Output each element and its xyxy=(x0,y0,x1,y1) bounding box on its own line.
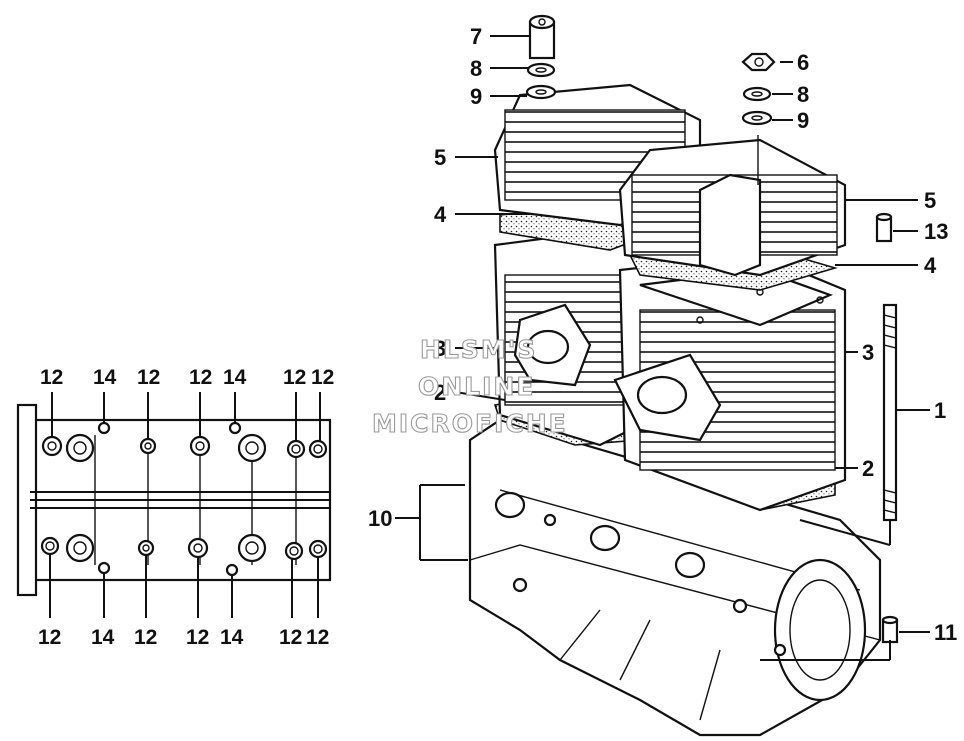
fasteners xyxy=(525,14,899,644)
callout-10: 10 xyxy=(368,506,392,531)
lock-washer-part-8-left xyxy=(526,62,556,78)
bottom-view-bottom-labels: 12 14 12 12 14 12 12 xyxy=(38,626,329,649)
watermark-line-3: MICROFICHE xyxy=(372,409,568,438)
watermark-line-1: HLSM'S xyxy=(420,335,537,364)
callout-2-right: 2 xyxy=(862,456,874,481)
cylinder-heads-part-5 xyxy=(493,83,847,277)
label-bottom-14-b: 14 xyxy=(220,626,244,649)
label-top-12-b: 12 xyxy=(137,366,160,389)
cylinders-part-3 xyxy=(493,228,847,512)
dowel-pin-part-11 xyxy=(881,615,899,644)
callout-5-left: 5 xyxy=(434,145,446,170)
label-top-12-e: 12 xyxy=(311,366,334,389)
bolt-bosses-bottom xyxy=(40,533,328,577)
engine-leader-lines xyxy=(395,35,930,661)
label-top-12-a: 12 xyxy=(40,366,63,389)
label-bottom-12-c: 12 xyxy=(186,626,209,649)
label-bottom-12-a: 12 xyxy=(38,626,61,649)
label-top-14-b: 14 xyxy=(223,366,247,389)
callout-13: 13 xyxy=(924,219,948,244)
label-bottom-12-e: 12 xyxy=(306,626,329,649)
bolt-bosses-top xyxy=(41,421,328,463)
label-top-12-c: 12 xyxy=(189,366,212,389)
callout-11: 11 xyxy=(934,620,957,645)
label-top-12-d: 12 xyxy=(283,366,306,389)
bottom-view-leaders xyxy=(49,392,321,618)
callout-4-right: 4 xyxy=(924,253,937,278)
cap-nut-part-7 xyxy=(528,14,556,60)
callout-9-left: 9 xyxy=(470,84,482,109)
stud-bolt-part-1 xyxy=(882,303,898,522)
label-bottom-12-b: 12 xyxy=(134,626,157,649)
watermark: HLSM'S ONLINE MICROFICHE xyxy=(371,334,568,438)
washer-part-9-right xyxy=(741,110,773,126)
callout-1: 1 xyxy=(934,398,946,423)
label-top-14-a: 14 xyxy=(93,366,117,389)
callout-6: 6 xyxy=(797,50,809,75)
crankcase-bottom-view: 12 14 12 12 14 12 12 12 14 12 12 14 12 1… xyxy=(16,366,334,649)
bottom-view-top-labels: 12 14 12 12 14 12 12 xyxy=(40,366,334,389)
dowel-pin-part-13 xyxy=(875,212,893,243)
callout-3-right: 3 xyxy=(862,340,874,365)
callout-8-left: 8 xyxy=(470,56,482,81)
callout-2-left: 2 xyxy=(434,380,446,405)
callout-9-right: 9 xyxy=(797,108,809,133)
label-bottom-12-d: 12 xyxy=(279,626,302,649)
callout-5-right: 5 xyxy=(924,188,936,213)
callout-4-left: 4 xyxy=(434,202,447,227)
nut-part-6 xyxy=(741,52,776,72)
callout-7: 7 xyxy=(470,24,482,49)
callout-8-right: 8 xyxy=(797,82,809,107)
watermark-line-2: ONLINE xyxy=(418,372,535,401)
crankcase-part-10 xyxy=(468,418,882,737)
callout-3-left: 3 xyxy=(434,336,446,361)
washer-part-9-left xyxy=(525,84,557,100)
label-bottom-14-a: 14 xyxy=(91,626,115,649)
lock-washer-part-8-right xyxy=(742,86,772,102)
engine-callouts: 7 8 9 5 4 3 2 10 6 8 9 5 13 4 3 1 2 11 xyxy=(368,24,957,645)
